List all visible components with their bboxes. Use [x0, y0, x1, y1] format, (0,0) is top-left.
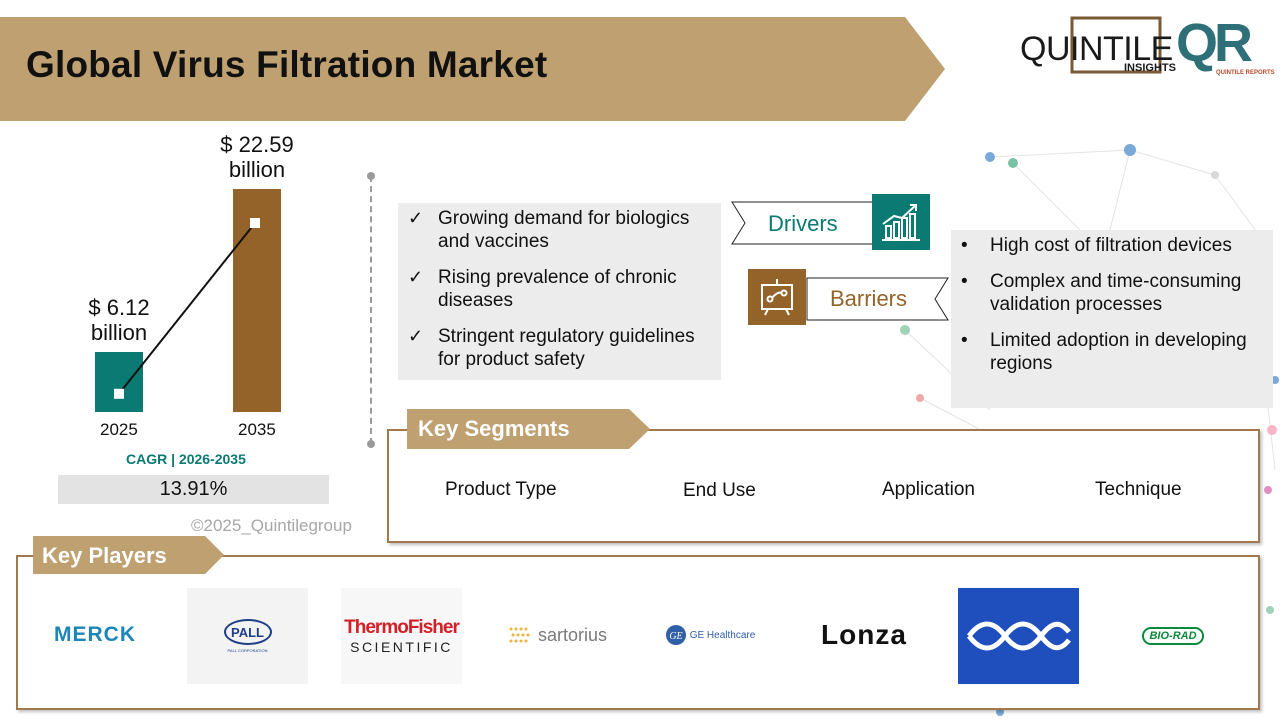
key-segments-title: Key Segments: [418, 416, 570, 441]
sartorius-logo-text: sartorius: [537, 624, 608, 645]
checkmark-icon: ✓: [408, 326, 424, 346]
driver-text: Rising prevalence of chronic diseases: [438, 267, 677, 311]
cagr-title: CAGR | 2026-2035: [126, 451, 246, 467]
value-label-2035-unit: billion: [228, 157, 286, 182]
value-label-2025-unit: billion: [90, 319, 148, 345]
thermo-fisher-logo: ThermoFisher SCIENTIFIC: [341, 588, 462, 684]
sartorius-logo: sartorius: [495, 612, 620, 658]
wave-icon: [966, 621, 1071, 651]
key-segments-tab-shape: [407, 409, 650, 449]
barrier-text: High cost of filtration devices: [990, 235, 1232, 256]
value-label-2035: $ 22.59 billion: [197, 132, 317, 182]
driver-item: ✓ Rising prevalence of chronic diseases: [408, 266, 721, 312]
svg-text:GE: GE: [669, 631, 682, 642]
bio-rad-logo: BIO-RAD: [1138, 622, 1208, 650]
bullet-icon: •: [961, 271, 968, 292]
page-title: Global Virus Filtration Market: [26, 44, 548, 85]
drivers-tag-shape: [731, 201, 880, 245]
pall-oval-icon: PALL: [223, 619, 272, 645]
key-players-tab-shape: [33, 536, 224, 574]
bullet-icon: •: [961, 330, 968, 351]
ge-healthcare-logo: GE GE Healthcare: [660, 612, 760, 658]
lonza-logo-text: Lonza: [821, 619, 907, 650]
logo-sub: INSIGHTS: [1124, 62, 1176, 74]
driver-text: Growing demand for biologics and vaccine…: [438, 208, 690, 252]
bio-rad-logo-text: BIO-RAD: [1149, 630, 1197, 642]
barriers-tag-shape: [806, 277, 949, 321]
segment-end-use: End Use: [683, 480, 756, 501]
merck-logo-text: MERCK: [54, 623, 136, 646]
logo-qr-mark: QR: [1176, 13, 1253, 73]
value-label-2025: $ 6.12 billion: [59, 295, 179, 345]
year-label-2025: 2025: [100, 420, 138, 439]
thermo-fisher-logo-sub: SCIENTIFIC: [350, 639, 453, 655]
driver-item: ✓ Growing demand for biologics and vacci…: [408, 207, 721, 253]
strategy-board-icon: [748, 269, 806, 325]
logo-frame-icon: [1070, 16, 1162, 74]
pall-logo: PALL PALL CORPORATION: [187, 588, 308, 684]
checkmark-icon: ✓: [408, 208, 424, 228]
trend-marker-2035: [250, 218, 260, 228]
bullet-icon: •: [961, 235, 968, 256]
checkmark-icon: ✓: [408, 267, 424, 287]
trend-line: [114, 218, 260, 399]
barrier-item: • High cost of filtration devices: [959, 234, 1273, 257]
barrier-item: • Complex and time-consuming validation …: [959, 270, 1273, 316]
bio-rad-oval-icon: BIO-RAD: [1142, 627, 1204, 645]
fujifilm-wave-logo: [958, 588, 1079, 684]
barriers-list: • High cost of filtration devices • Comp…: [951, 230, 1273, 408]
dashed-divider: [370, 176, 372, 444]
value-label-2025-amount: $ 6.12: [88, 294, 150, 320]
lonza-logo: Lonza: [800, 612, 928, 658]
logo-name: QUINTILE: [1020, 30, 1173, 68]
key-players-title: Key Players: [42, 543, 167, 568]
year-label-2035: 2035: [238, 420, 276, 439]
barrier-text: Complex and time-consuming validation pr…: [990, 271, 1242, 315]
growth-chart-icon: [872, 194, 930, 250]
segment-application: Application: [882, 479, 975, 500]
value-label-2035-amount: $ 22.59: [220, 132, 294, 157]
driver-item: ✓ Stringent regulatory guidelines for pr…: [408, 325, 721, 371]
title-banner-shape: [0, 17, 945, 121]
ge-healthcare-logo-text: GE Healthcare: [689, 629, 756, 641]
thermo-fisher-logo-text: ThermoFisher: [344, 617, 460, 638]
driver-text: Stringent regulatory guidelines for prod…: [438, 326, 695, 370]
quintile-logo: QUINTILE INSIGHTS QR QUINTILE REPORTS: [1018, 12, 1280, 82]
segment-product-type: Product Type: [445, 479, 557, 500]
barriers-label: Barriers: [830, 286, 908, 311]
title-banner: [0, 17, 945, 121]
trend-marker-2025: [114, 388, 124, 399]
sartorius-dots-icon: [509, 627, 530, 643]
segment-technique: Technique: [1095, 479, 1182, 500]
logo-qr-sub: QUINTILE REPORTS: [1216, 70, 1275, 76]
ge-monogram-icon: GE: [665, 625, 686, 645]
bar-2025: [95, 351, 143, 412]
cagr-value: 13.91%: [58, 475, 329, 504]
pall-logo-sub: PALL CORPORATION: [227, 648, 268, 653]
divider-dot-bottom: [367, 440, 375, 448]
divider-dot-top: [367, 172, 375, 180]
pall-logo-text: PALL: [231, 624, 264, 640]
merck-logo: MERCK: [40, 612, 150, 658]
copyright: ©2025_Quintilegroup: [191, 516, 352, 535]
drivers-list: ✓ Growing demand for biologics and vacci…: [398, 203, 721, 380]
drivers-label: Drivers: [768, 211, 838, 236]
barrier-item: • Limited adoption in developing regions: [959, 329, 1273, 375]
barrier-text: Limited adoption in developing regions: [990, 330, 1247, 374]
